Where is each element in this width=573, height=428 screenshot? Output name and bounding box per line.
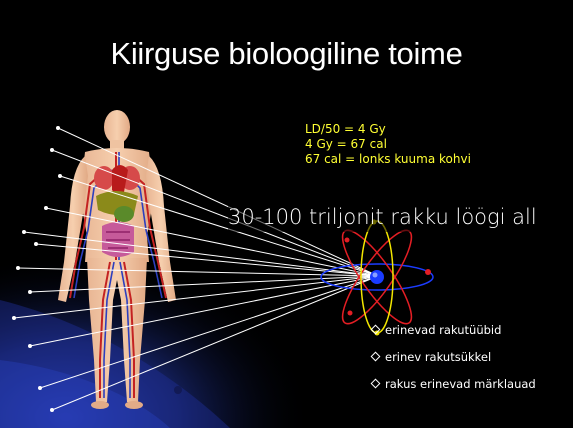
cell-count-text: 30-100 triljonit rakku löögi all	[228, 203, 558, 232]
bullet-diamond-icon	[371, 379, 381, 389]
fact-ld50: LD/50 = 4 Gy	[305, 122, 471, 137]
bullet-list: erinevad rakutüübid erinev rakutsükkel r…	[372, 323, 536, 404]
bullet-text: erinev rakutsükkel	[385, 350, 491, 364]
bullet-item: erinev rakutsükkel	[372, 350, 536, 377]
fact-coffee: 67 cal = lonks kuuma kohvi	[305, 152, 471, 167]
bullet-item: rakus erinevad märklauad	[372, 377, 536, 404]
bullet-item: erinevad rakutüübid	[372, 323, 536, 350]
bullet-diamond-icon	[371, 325, 381, 335]
bullet-text: erinevad rakutüübid	[385, 323, 501, 337]
bullet-diamond-icon	[371, 352, 381, 362]
slide-title: Kiirguse bioloogiline toime	[0, 36, 573, 72]
bullet-text: rakus erinevad märklauad	[385, 377, 536, 391]
fact-dose-calories: 4 Gy = 67 cal	[305, 137, 471, 152]
dose-facts: LD/50 = 4 Gy 4 Gy = 67 cal 67 cal = lonk…	[305, 122, 471, 167]
